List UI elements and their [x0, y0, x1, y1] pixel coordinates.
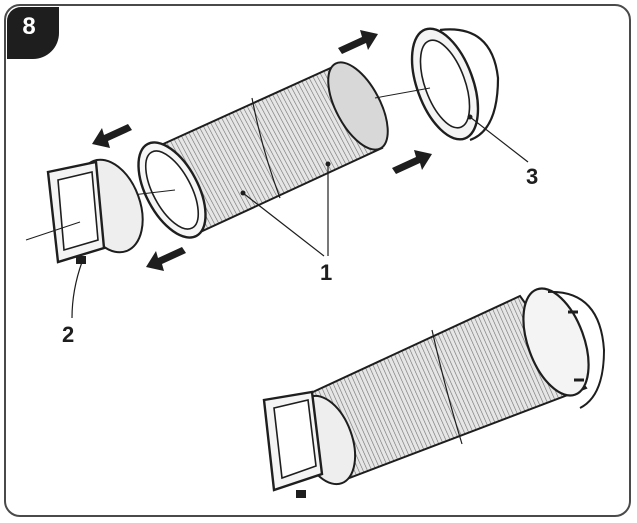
window-adapter-exploded: [25, 158, 144, 264]
assembled-exhaust-hose: [262, 287, 606, 498]
callout-leaders: [71, 116, 529, 319]
callout-3: 3: [526, 164, 538, 189]
unit-adapter-exploded: [374, 27, 500, 142]
exhaust-hose-exploded: [123, 61, 389, 239]
step-badge: [7, 7, 59, 59]
callout-2: 2: [62, 322, 74, 347]
arrow-icon: [92, 30, 432, 271]
callout-1: 1: [320, 260, 332, 285]
step-number: 8: [22, 13, 36, 40]
